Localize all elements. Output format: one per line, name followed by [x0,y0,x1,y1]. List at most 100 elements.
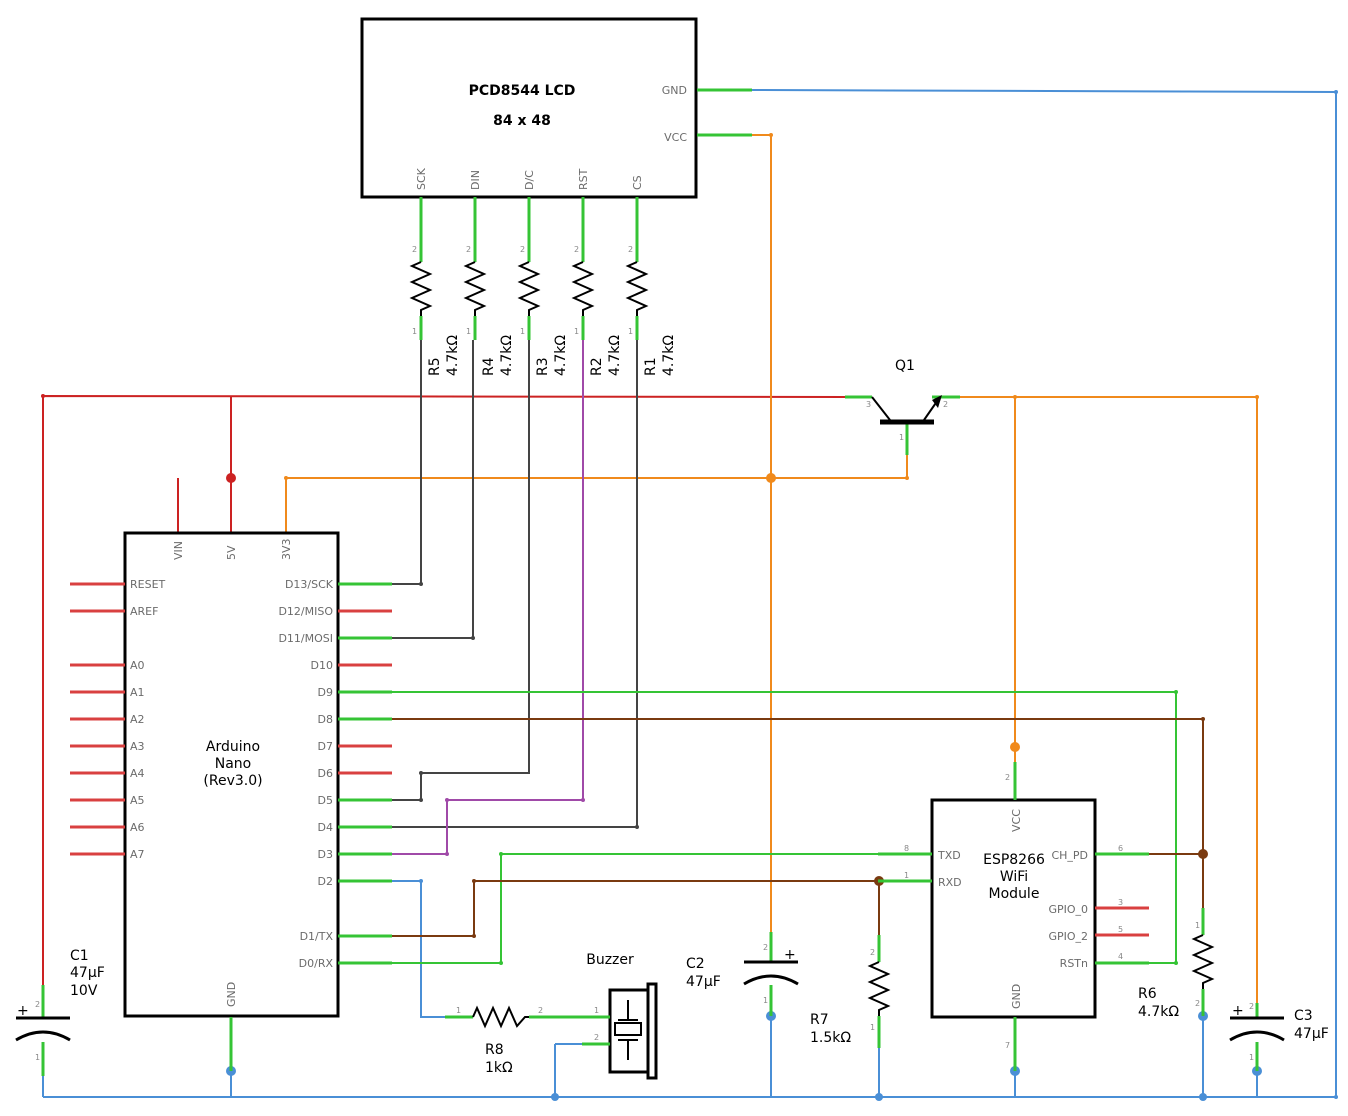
pin-number: 1 [628,327,633,336]
buzzer-label: Buzzer [586,952,634,968]
capacitor-c1: + 2 1 C1 47µF 10V [15,948,105,1076]
nano-pin-d3: D3 [318,848,333,861]
svg-text:2: 2 [35,1000,40,1009]
nano-pin-d8: D8 [318,713,333,726]
esp8266-module: ESP8266 WiFi Module VCC GND TXD RXD CH_P… [878,762,1149,1071]
pin-number: 1 [466,327,471,336]
esp-pin-vcc: VCC [1010,809,1023,832]
resistor-ref: R2 [589,357,605,376]
resistor-body [517,261,541,316]
svg-text:1: 1 [899,433,904,442]
pin-number: 2 [412,245,417,254]
nano-pin-a7: A7 [130,848,145,861]
spi-net [392,340,638,828]
svg-text:5: 5 [1118,925,1123,934]
lcd-pin-cs: CS [631,175,644,190]
r8-value: 1kΩ [485,1060,513,1076]
svg-text:1: 1 [1195,921,1200,930]
resistor-r6: 1 2 R6 4.7kΩ [1138,908,1215,1020]
pin-number: 2 [628,245,633,254]
resistor-value: 4.7kΩ [607,335,623,376]
svg-text:6: 6 [1118,844,1123,853]
nano-pin-d4: D4 [318,821,333,834]
lcd-title: PCD8544 LCD [469,83,576,99]
q1-transistor: Q1 3 2 1 [845,358,960,455]
junctions [41,90,1338,1101]
nano-pin-reset: RESET [130,578,166,591]
nano-pin-a4: A4 [130,767,145,780]
resistor-body [409,261,433,316]
nano-pin-d2: D2 [318,875,333,888]
c1-ref: C1 [70,948,89,964]
nano-pin-d7: D7 [318,740,333,753]
nano-pin-a2: A2 [130,713,145,726]
pin-number: 1 [520,327,525,336]
svg-text:3: 3 [1118,898,1123,907]
emitter-arrow-icon [932,395,942,408]
nano-pin-a0: A0 [130,659,145,672]
svg-text:2: 2 [1005,773,1010,782]
svg-text:1: 1 [904,871,909,880]
esp-name-2: WiFi [1000,869,1028,885]
nano-pin-d10: D10 [311,659,333,672]
pin-number: 1 [412,327,417,336]
lcd-pin-rst: RST [577,168,590,190]
esp-pin-rstn: RSTn [1060,957,1088,970]
svg-text:1: 1 [870,1023,875,1032]
svg-text:7: 7 [1005,1041,1010,1050]
resistor-value: 4.7kΩ [553,335,569,376]
svg-text:3: 3 [866,400,871,409]
r6-value: 4.7kΩ [1138,1004,1179,1020]
nano-right-pins: D13/SCKD12/MISOD11/MOSID10D9D8D7D6D5D4D3… [278,578,392,970]
svg-text:1: 1 [763,996,768,1005]
pin-number: 2 [520,245,525,254]
lcd-pin-din: DIN [469,170,482,190]
nano-pin-d12-miso: D12/MISO [278,605,333,618]
nano-pin-aref: AREF [130,605,158,618]
lcd-pin-gnd: GND [662,84,687,97]
resistor-r7: 2 1 R7 1.5kΩ [810,935,891,1048]
nano-pin-a3: A3 [130,740,145,753]
nano-pin-5v: 5V [225,545,238,560]
nano-name-2: Nano [215,756,252,772]
esp-pin-gpio2: GPIO_2 [1048,930,1088,943]
resistor-value: 4.7kΩ [445,335,461,376]
esp-name-1: ESP8266 [983,852,1045,868]
svg-text:2: 2 [1195,999,1200,1008]
resistor-ref: R4 [481,357,497,376]
c2-value: 47µF [686,974,721,990]
c3-value: 47µF [1294,1026,1329,1042]
svg-text:2: 2 [870,948,875,957]
nano-name-3: (Rev3.0) [203,773,262,789]
nano-pin-d1-tx: D1/TX [300,930,334,943]
r7-value: 1.5kΩ [810,1030,851,1046]
resistor-r8: 1 2 R8 1kΩ [445,1005,598,1076]
nano-pin-a1: A1 [130,686,145,699]
lcd-pin-d-c: D/C [523,170,536,190]
svg-text:+: + [17,1003,29,1019]
resistor-ref: R3 [535,357,551,376]
capacitor-c3: + 2 1 C3 47µF [1229,1002,1329,1071]
nano-pin-a5: A5 [130,794,145,807]
r7-ref: R7 [810,1012,829,1028]
nano-pin-d6: D6 [318,767,333,780]
svg-text:2: 2 [594,1033,599,1042]
pin-number: 2 [466,245,471,254]
capacitor-c2: + 2 1 C2 47µF [686,932,799,1016]
c1-value: 47µF [70,965,105,981]
svg-text:1: 1 [35,1053,40,1062]
resistor-value: 4.7kΩ [661,335,677,376]
c3-ref: C3 [1294,1008,1313,1024]
resistor-body [625,261,649,316]
c1-voltage: 10V [70,983,98,999]
r8-ref: R8 [485,1042,504,1058]
nano-pin-gnd: GND [225,982,238,1007]
